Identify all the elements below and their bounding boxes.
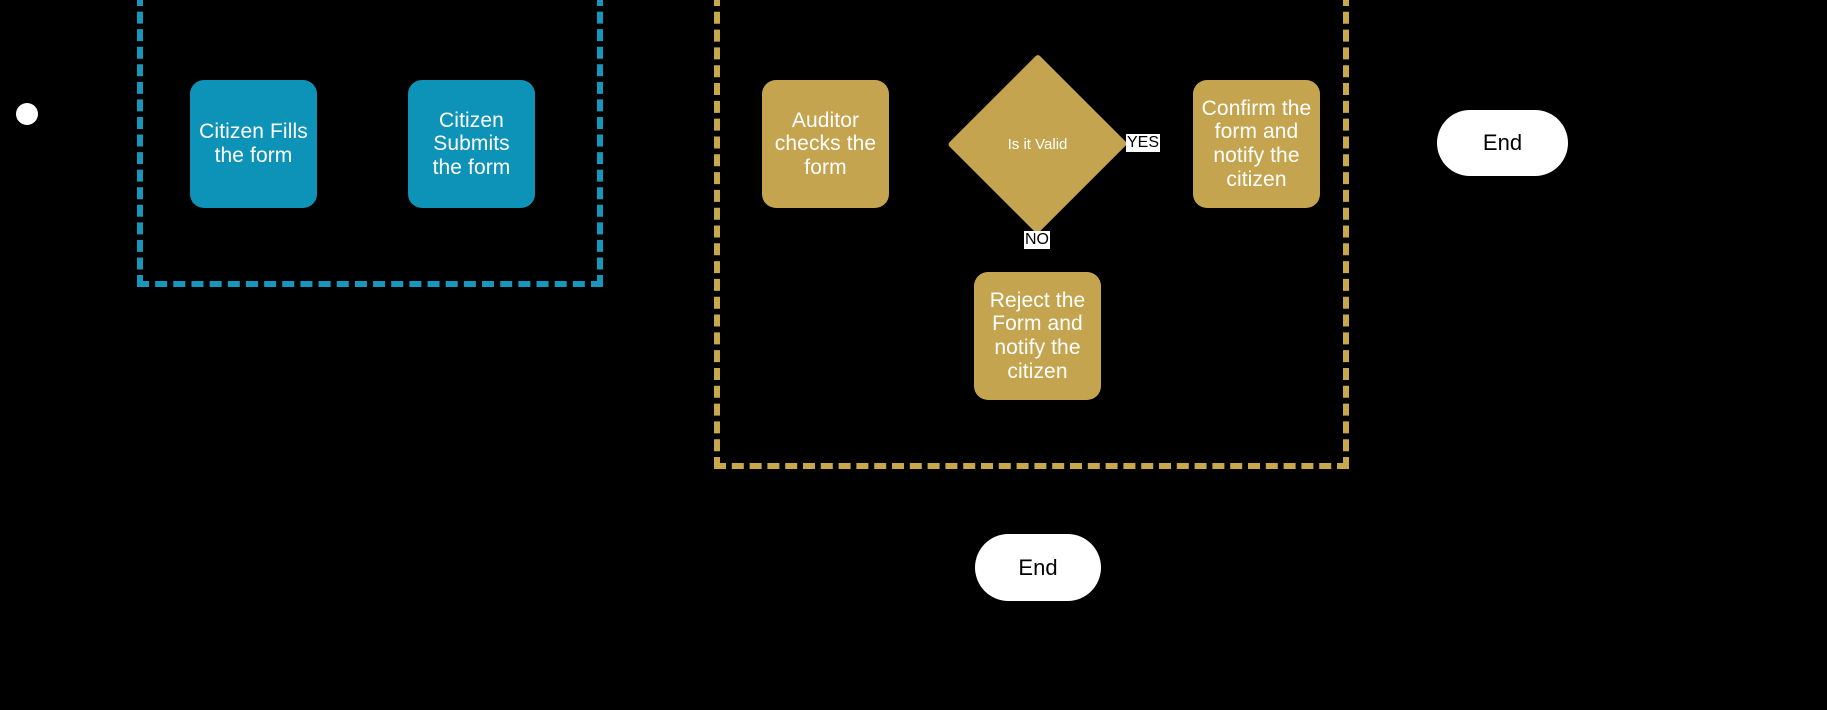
edge-label-yes: YES	[1126, 134, 1161, 152]
decision-label: Is it Valid	[1007, 135, 1068, 153]
node-reject-the-form-and-notify-the-citizen[interactable]: Reject the Form and notify the citizen	[974, 272, 1101, 400]
citizen-lane-container	[137, 0, 603, 287]
auditor-lane-container	[714, 0, 1349, 469]
node-is-it-valid-decision[interactable]: Is it Valid	[947, 53, 1128, 235]
node-auditor-checks-the-form[interactable]: Auditor checks the form	[762, 80, 889, 208]
node-end-right[interactable]: End	[1437, 110, 1568, 176]
edge-label-no: NO	[1024, 231, 1050, 249]
node-citizen-fills-the-form[interactable]: Citizen Fills the form	[190, 80, 317, 208]
node-citizen-submits-the-form[interactable]: Citizen Submits the form	[408, 80, 535, 208]
start-node-circle[interactable]	[16, 103, 38, 125]
node-end-bottom[interactable]: End	[975, 534, 1101, 601]
node-confirm-the-form-and-notify-the-citizen[interactable]: Confirm the form and notify the citizen	[1193, 80, 1320, 208]
